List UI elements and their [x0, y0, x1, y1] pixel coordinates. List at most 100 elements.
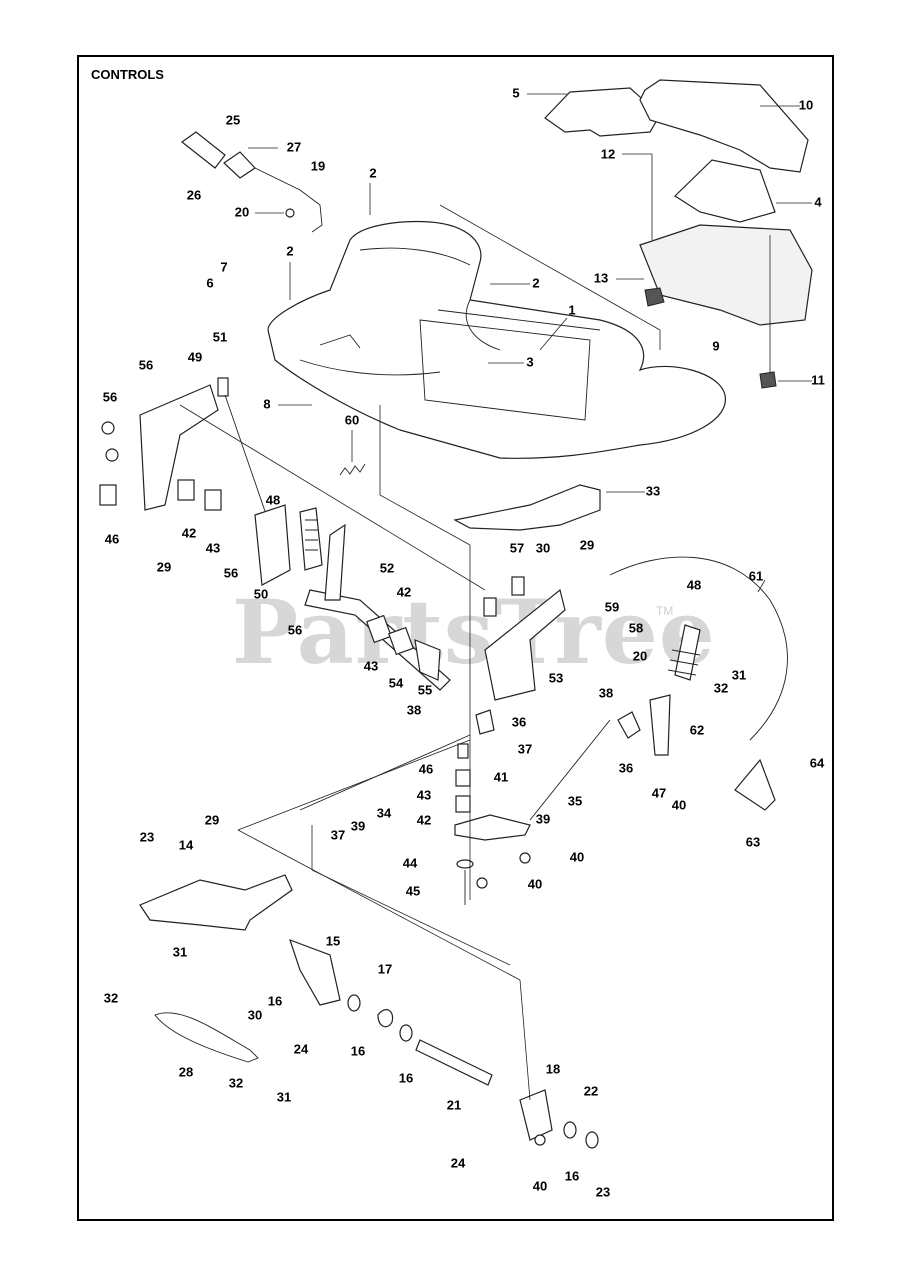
part-callout-55: 55	[418, 682, 432, 697]
part-callout-50: 50	[254, 586, 268, 601]
tension-spring	[339, 430, 366, 476]
part-callout-40: 40	[672, 797, 686, 812]
part-callout-60: 60	[345, 412, 359, 427]
bracket-33	[453, 484, 645, 531]
part-callout-24: 24	[294, 1041, 309, 1056]
part-callout-16: 16	[351, 1043, 365, 1058]
part-callout-39: 39	[351, 818, 365, 833]
part-callout-43: 43	[206, 540, 220, 555]
part-callout-1: 1	[568, 302, 575, 317]
watermark-trademark: TM	[656, 604, 674, 618]
part-callout-24: 24	[451, 1155, 466, 1170]
part-callout-40: 40	[570, 849, 584, 864]
part-callout-16: 16	[268, 993, 282, 1008]
fender-body	[267, 221, 726, 459]
part-callout-19: 19	[311, 158, 325, 173]
part-callout-2: 2	[369, 165, 376, 180]
part-callout-31: 31	[277, 1089, 291, 1104]
part-callout-48: 48	[266, 492, 280, 507]
part-callout-46: 46	[419, 761, 433, 776]
part-callout-14: 14	[179, 837, 194, 852]
part-callout-7: 7	[220, 259, 227, 274]
part-callout-20: 20	[235, 204, 249, 219]
part-callout-44: 44	[403, 855, 418, 870]
part-callout-35: 35	[568, 793, 582, 808]
part-callout-23: 23	[596, 1184, 610, 1199]
control-cable	[609, 556, 788, 741]
part-callout-6: 6	[206, 275, 213, 290]
part-callout-61: 61	[749, 568, 763, 583]
part-callout-30: 30	[248, 1007, 262, 1022]
part-callout-26: 26	[187, 187, 201, 202]
part-callout-16: 16	[399, 1070, 413, 1085]
part-callout-46: 46	[105, 531, 119, 546]
part-callout-56: 56	[103, 389, 117, 404]
upper-leaders	[278, 93, 812, 406]
part-callout-4: 4	[814, 194, 822, 209]
part-callout-38: 38	[599, 685, 613, 700]
pivot-shaft-assembly	[304, 523, 451, 691]
part-callout-45: 45	[406, 883, 420, 898]
part-callout-29: 29	[205, 812, 219, 827]
part-callout-36: 36	[512, 714, 526, 729]
part-callout-56: 56	[139, 357, 153, 372]
part-callout-54: 54	[389, 675, 404, 690]
part-callout-43: 43	[417, 787, 431, 802]
part-callout-29: 29	[157, 559, 171, 574]
part-callout-47: 47	[652, 785, 666, 800]
part-callout-3: 3	[526, 354, 533, 369]
part-callout-10: 10	[799, 97, 813, 112]
pivot-stack	[454, 743, 531, 905]
lower-linkage	[139, 874, 599, 1149]
part-callout-32: 32	[229, 1075, 243, 1090]
part-callout-40: 40	[528, 876, 542, 891]
part-callout-12: 12	[601, 146, 615, 161]
part-callout-23: 23	[140, 829, 154, 844]
part-callout-11: 11	[811, 372, 825, 387]
part-callout-31: 31	[732, 667, 746, 682]
part-callout-21: 21	[447, 1097, 461, 1112]
part-callout-51: 51	[213, 329, 227, 344]
part-callout-59: 59	[605, 599, 619, 614]
part-callout-36: 36	[619, 760, 633, 775]
part-callout-33: 33	[646, 483, 660, 498]
part-callout-62: 62	[690, 722, 704, 737]
part-callout-2: 2	[532, 275, 539, 290]
part-callout-25: 25	[226, 112, 240, 127]
part-callout-42: 42	[397, 584, 411, 599]
part-callout-28: 28	[179, 1064, 193, 1079]
part-callout-56: 56	[288, 622, 302, 637]
part-callout-53: 53	[549, 670, 563, 685]
part-callout-29: 29	[580, 537, 594, 552]
part-callout-58: 58	[629, 620, 643, 635]
part-callout-64: 64	[810, 755, 825, 770]
part-callout-17: 17	[378, 961, 392, 976]
bracket-47	[649, 694, 776, 811]
part-callout-34: 34	[377, 805, 392, 820]
part-callout-38: 38	[407, 702, 421, 717]
part-callout-15: 15	[326, 933, 340, 948]
part-callout-13: 13	[594, 270, 608, 285]
spring-strut-right	[667, 624, 701, 681]
linkage-rods	[299, 709, 641, 821]
part-callout-16: 16	[565, 1168, 579, 1183]
part-callout-20: 20	[633, 648, 647, 663]
part-callout-2: 2	[286, 243, 293, 258]
assembly-guide-lines	[179, 404, 531, 1101]
diagram-title: CONTROLS	[91, 67, 164, 82]
part-callout-56: 56	[224, 565, 238, 580]
part-callout-37: 37	[331, 827, 345, 842]
part-callout-41: 41	[494, 769, 508, 784]
part-callout-42: 42	[182, 525, 196, 540]
part-callout-48: 48	[687, 577, 701, 592]
part-callout-18: 18	[546, 1061, 560, 1076]
part-callout-39: 39	[536, 811, 550, 826]
part-callout-30: 30	[536, 540, 550, 555]
part-callout-31: 31	[173, 944, 187, 959]
part-callout-43: 43	[364, 658, 378, 673]
part-callout-32: 32	[714, 680, 728, 695]
part-callout-22: 22	[584, 1083, 598, 1098]
part-callout-9: 9	[712, 338, 719, 353]
